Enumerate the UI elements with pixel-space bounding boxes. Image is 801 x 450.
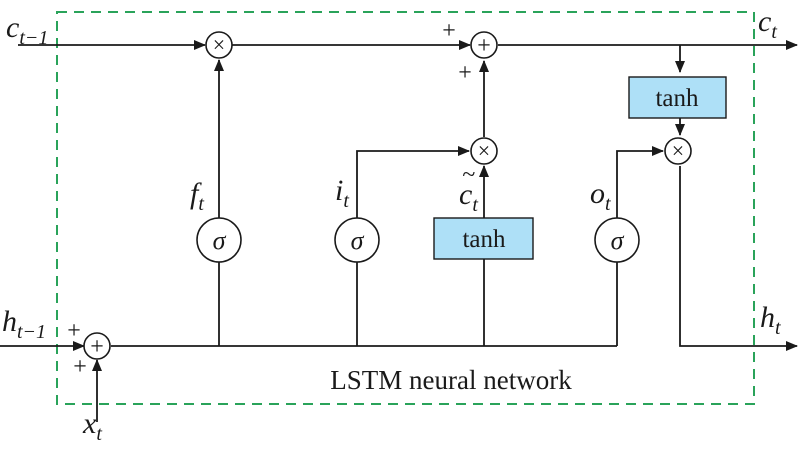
c-next-label: ct: [758, 5, 777, 43]
plus-sign-label: +: [442, 18, 456, 44]
input-gate-label: it: [335, 174, 349, 212]
forget-multiply-node: ×: [205, 31, 233, 59]
output-tanh-box: tanh: [628, 76, 727, 119]
tilde-mark: ~: [462, 162, 475, 188]
diagram-caption: LSTM neural network: [330, 365, 572, 395]
candidate-label: ~ ct: [459, 162, 478, 216]
h-prev-label: ht−1: [2, 305, 46, 343]
times-symbol: ×: [672, 138, 684, 163]
output-gate-label: ot: [590, 177, 611, 215]
input-multiply-node: ×: [470, 137, 498, 165]
tanh-label: tanh: [462, 226, 506, 253]
sigma-symbol: σ: [213, 226, 227, 255]
hidden-out-wire: [679, 166, 798, 351]
plus-sign-label: +: [67, 318, 81, 344]
input-add-node: +: [83, 332, 111, 360]
forget-gate-sigma: σ: [196, 217, 242, 263]
x-label: xt: [82, 407, 102, 445]
plus-symbol: +: [90, 334, 104, 360]
cell-add-node: +: [470, 31, 498, 59]
times-symbol: ×: [478, 138, 490, 163]
tanh-label: tanh: [655, 85, 699, 112]
output-gate-sigma: σ: [594, 217, 640, 263]
candidate-text: ct: [459, 178, 478, 216]
plus-sign-label: +: [73, 354, 87, 380]
sigma-symbol: σ: [351, 226, 365, 255]
output-to-mult-wire: [616, 146, 664, 218]
sigma-symbol: σ: [611, 226, 625, 255]
plus-symbol: +: [477, 33, 491, 59]
plus-sign-label: +: [458, 60, 472, 86]
candidate-tanh-box: tanh: [433, 217, 534, 260]
input-to-mult-wire: [356, 146, 470, 218]
times-symbol: ×: [213, 32, 225, 57]
c-prev-label: ct−1: [6, 11, 48, 49]
h-next-label: ht: [760, 301, 781, 339]
input-gate-sigma: σ: [334, 217, 380, 263]
forget-gate-label: ft: [190, 177, 204, 215]
lstm-cell-frame: [56, 11, 755, 405]
output-multiply-node: ×: [664, 137, 692, 165]
